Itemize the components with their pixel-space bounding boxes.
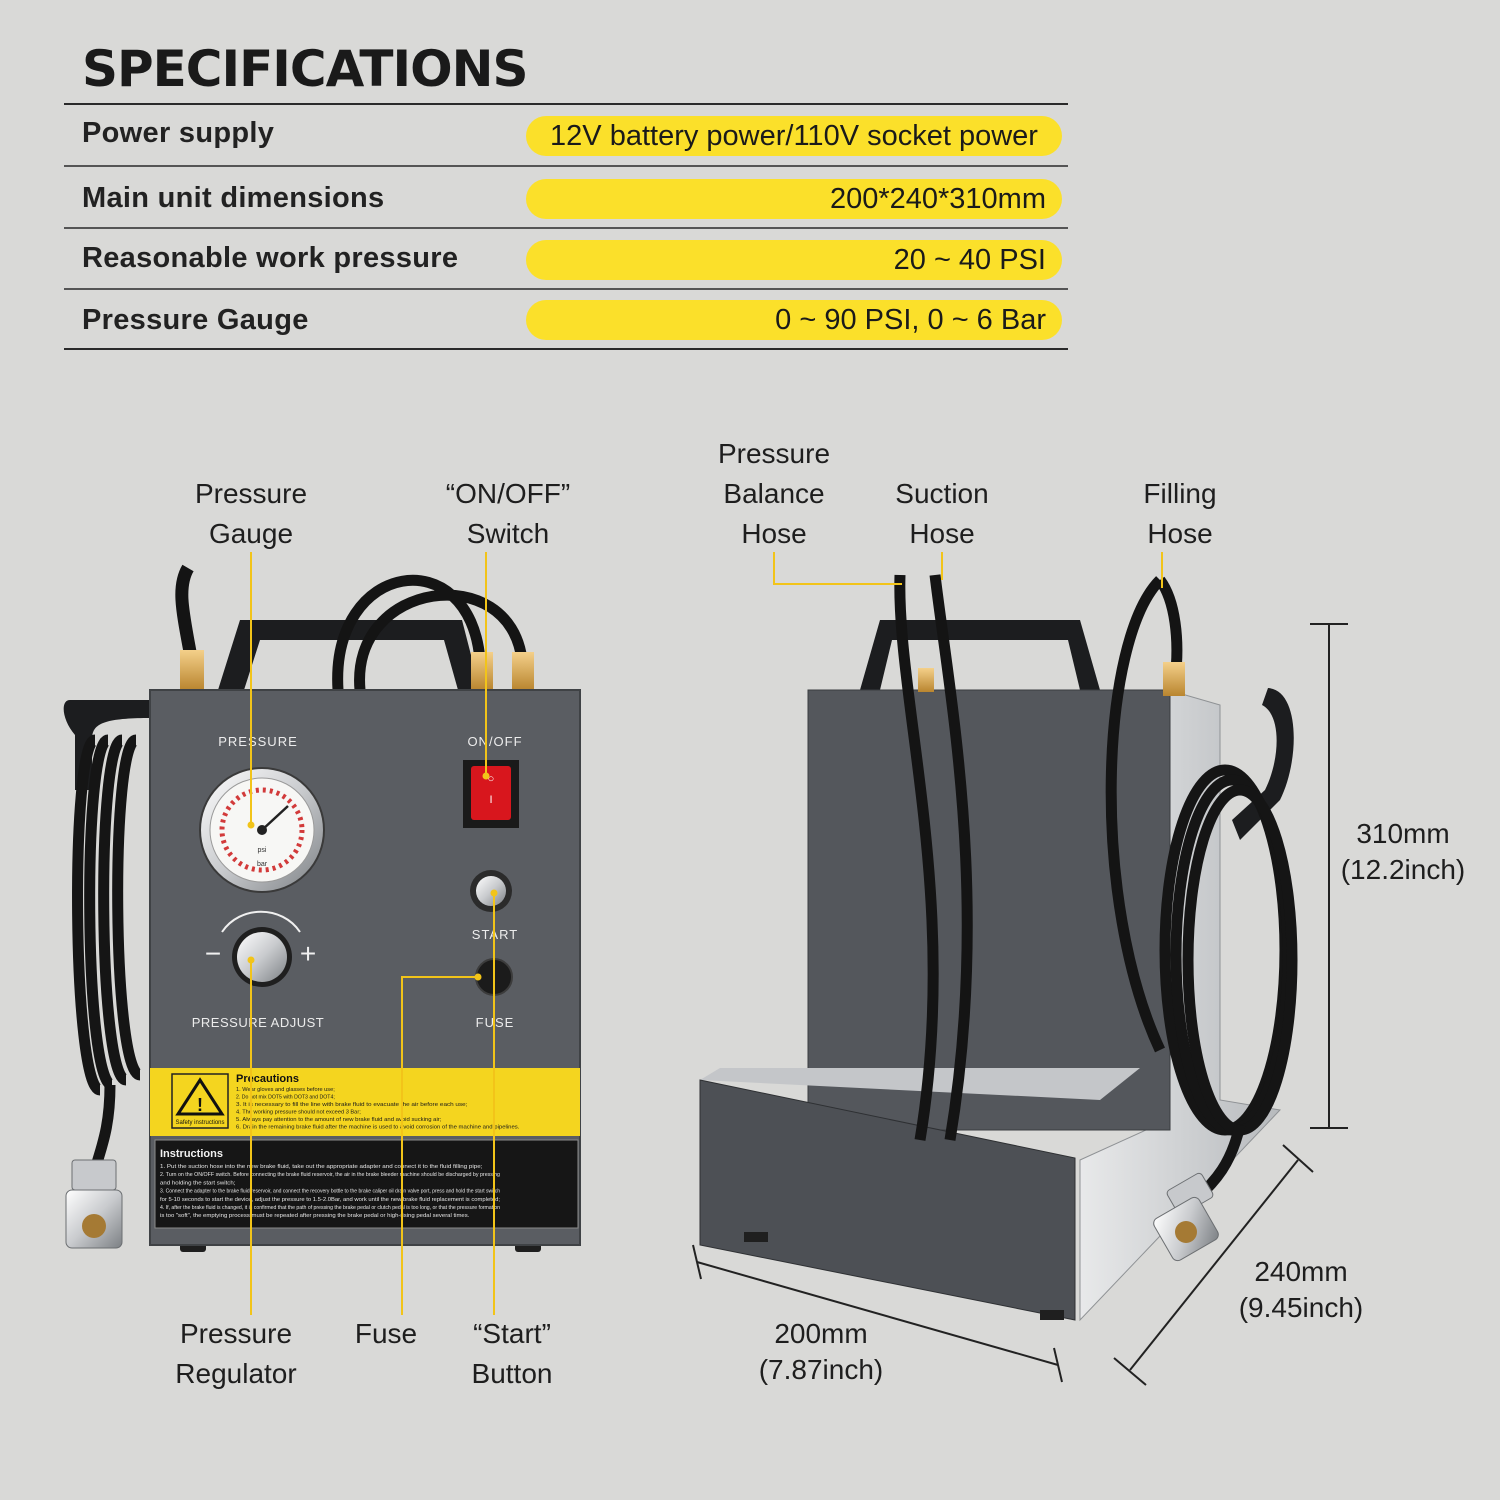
adjust-minus: − [205,938,221,969]
foot [744,1232,768,1242]
callout-pressure-balance-hose: Pressure Balance Hose [717,438,831,549]
gauge-unit-psi: psi [258,847,267,854]
pressure-gauge: psi bar [199,767,325,893]
hose-loop [332,574,486,691]
instructions-box [154,1139,579,1229]
table-row-divider [64,288,1068,290]
panel-label-onoff: ON/OFF [467,734,522,749]
warning-exclamation-icon: ! [197,1095,203,1115]
carry-handle [218,620,480,690]
precautions-title: Precautions [236,1073,299,1085]
callout-filling-hose: Filling Hose [1143,478,1217,549]
callout-suction-hose: Suction Hose [895,478,989,549]
warning-sign-box [171,1073,229,1129]
spec-value-dimensions: 200*240*310mm [526,179,1062,219]
leader-lines [250,552,1163,1315]
brass-fitting [512,652,534,690]
callout-pressure-regulator: Pressure Regulator [175,1318,297,1389]
pressure-adjust-knob[interactable] [232,927,292,987]
precaution-line: 3. It is necessary to fill the line with… [236,1102,467,1108]
spec-label-dimensions: Main unit dimensions [82,182,385,214]
callout-pressure-gauge: Pressure Gauge [194,478,308,549]
quick-coupler [65,1159,123,1249]
adjust-plus: + [300,938,316,969]
warning-triangle-icon [175,1077,225,1116]
instructions-list: 1. Put the suction hose into the new bra… [160,1164,500,1219]
table-row-divider [64,165,1068,167]
spec-value-power-supply: 12V battery power/110V socket power [526,116,1062,156]
start-button[interactable] [470,870,512,912]
instruction-line: is too "soft", the emptying process must… [160,1213,469,1219]
panel-label-pressure: PRESSURE [218,734,298,749]
spec-value-work-pressure: 20 ~ 40 PSI [526,240,1062,280]
front-view-unit: PRESSURE ON/OFF psi bar ○ I [63,564,581,1252]
svg-text:○: ○ [488,773,495,785]
callout-fuse: Fuse [354,1318,418,1349]
callout-start-button: “Start” Button [471,1318,553,1389]
precaution-line: 4. The working pressure should not excee… [236,1110,361,1116]
instruction-line: 1. Put the suction hose into the new bra… [160,1164,482,1170]
instruction-line: 2. Turn on the ON/OFF switch. Before con… [160,1172,500,1178]
brass-fitting [180,650,204,690]
coiled-hose [1159,764,1298,1204]
instruction-line: 4. If, after the brake fluid is changed,… [160,1205,500,1211]
precaution-line: 2. Do not mix DOT5 with DOT3 and DOT4; [236,1095,335,1101]
carry-handle [860,620,1100,690]
precautions-list: 1. Wear gloves and glasses before use; 2.… [236,1087,519,1131]
width-dimension-line [696,1261,1059,1366]
dimension-width-label: 200mm (7.87inch) [758,1318,884,1385]
on-off-switch[interactable]: ○ I [463,760,519,828]
svg-text:I: I [489,794,492,806]
spec-label-work-pressure: Reasonable work pressure [82,242,459,274]
spec-value-pressure-gauge: 0 ~ 90 PSI, 0 ~ 6 Bar [526,300,1062,340]
table-top-rule [64,103,1068,105]
side-view-unit [699,574,1298,1322]
hose-loop [354,589,528,691]
brass-fitting [918,668,934,692]
spec-label-pressure-gauge: Pressure Gauge [82,304,309,336]
leader-pressure-balance-hose [773,552,902,585]
dimension-depth-label: 240mm (9.45inch) [1238,1256,1364,1323]
brass-fitting [1163,662,1185,696]
side-hook [1232,688,1294,840]
leader-end-dots [247,772,498,981]
depth-dimension-line [1129,1159,1299,1371]
precaution-line: 5. Always pay attention to the amount of… [236,1117,441,1123]
leader-fuse [401,976,478,1315]
instruction-line: 3. Connect the adapter to the brake flui… [160,1189,500,1195]
panel-label-pressure-adjust: PRESSURE ADJUST [192,1015,324,1030]
coiled-hose [72,734,143,1172]
dimension-lines [692,623,1348,1386]
rotate-arrow-icon [221,910,301,933]
spec-label-power-supply: Power supply [82,117,275,149]
tray-inner [700,1068,1140,1100]
foot [1040,1310,1064,1320]
instruction-line: for 5-10 seconds to start the device, ad… [160,1197,500,1203]
instruction-line: and holding the start switch; [160,1180,235,1186]
instructions-title: Instructions [160,1148,223,1160]
precaution-line: 6. Drain the remaining brake fluid after… [236,1125,519,1131]
table-row-divider [64,227,1068,229]
quick-coupler [1153,1172,1219,1262]
gauge-unit-bar: bar [257,861,268,868]
table-bottom-rule [64,348,1068,350]
dimension-height-label: 310mm (12.2inch) [1340,818,1466,885]
precaution-line: 1. Wear gloves and glasses before use; [236,1087,335,1093]
callout-onoff-switch: “ON/OFF” Switch [445,478,571,549]
safety-caption: Safety instructions [175,1120,224,1126]
brass-fitting [471,652,493,690]
specifications-title: SPECIFICATIONS [82,40,528,98]
